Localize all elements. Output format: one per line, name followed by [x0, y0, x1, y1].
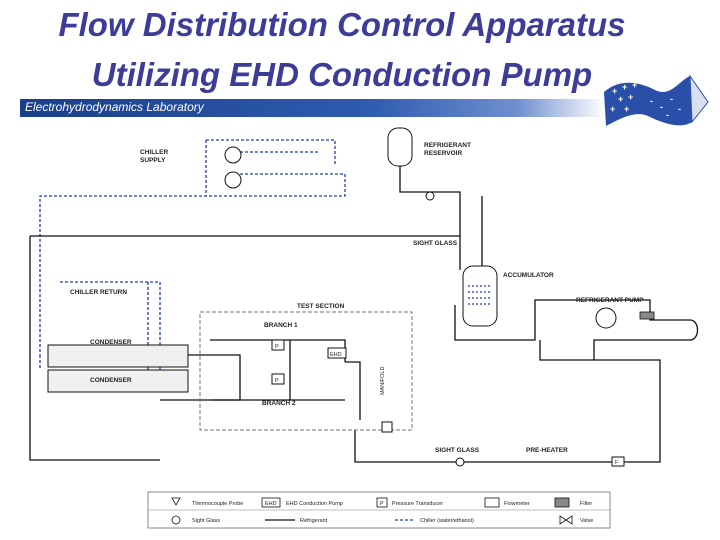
chiller-lines [39, 139, 346, 380]
label-p-1: P [275, 344, 279, 350]
condenser-bottom [47, 369, 189, 393]
lab-name: Electrohydrodynamics Laboratory [25, 100, 204, 114]
pressure-box-1 [271, 339, 285, 351]
chiller-supply-pumps [224, 146, 242, 189]
label-branch-1: BRANCH 1 [264, 322, 298, 329]
svg-text:-: - [660, 102, 663, 112]
title-line-1: Flow Distribution Control Apparatus [58, 6, 626, 43]
legend-p-box: P [380, 501, 384, 507]
legend-ehd-pump: EHD Conduction Pump [286, 501, 343, 507]
label-chiller-supply-2: SUPPLY [140, 157, 166, 164]
label-manifold: MANIFOLD [380, 367, 386, 395]
test-section-box [199, 311, 413, 431]
svg-text:+: + [618, 94, 623, 104]
label-chiller-supply-1: CHILLER [140, 149, 168, 156]
label-sight-glass-top: SIGHT GLASS [413, 240, 458, 247]
legend-flowmeter: Flowmeter [504, 501, 530, 507]
svg-text:+: + [612, 86, 617, 96]
legend: Thermocouple Probe EHD EHD Conduction Pu… [147, 491, 611, 529]
svg-text:+: + [628, 92, 633, 102]
legend-filter: Filter [580, 501, 592, 507]
svg-text:-: - [666, 110, 669, 120]
refrigerant-reservoir [387, 127, 413, 167]
flowmeter-box [611, 456, 625, 467]
svg-text:-: - [678, 104, 681, 114]
svg-text:-: - [670, 94, 673, 104]
legend-ehd-box: EHD [265, 501, 277, 507]
legend-pressure: Pressure Transducer [392, 501, 443, 507]
label-p-2: P [275, 378, 279, 384]
label-condenser-bottom: CONDENSER [90, 377, 132, 384]
label-reservoir-2: RESERVOIR [424, 150, 462, 157]
label-reservoir-1: REFRIGERANT [424, 142, 471, 149]
svg-text:+: + [624, 104, 629, 114]
label-condenser-top: CONDENSER [90, 339, 132, 346]
manifold-box [381, 421, 393, 433]
label-accumulator: ACCUMULATOR [503, 272, 554, 279]
lab-logo-icon: +++ +++ +-- --- [604, 74, 709, 126]
label-ehd: EHD [330, 352, 342, 358]
label-chiller-return: CHILLER RETURN [70, 289, 127, 296]
label-f: F [615, 460, 619, 466]
label-branch-2: BRANCH 2 [262, 400, 296, 407]
label-refrigerant-pump: REFRIGERANT PUMP [576, 297, 644, 304]
pressure-box-2 [271, 373, 285, 385]
sight-glass-bottom [455, 457, 465, 467]
sight-glass-top [425, 191, 435, 201]
accumulator-tank [462, 265, 498, 327]
lab-banner [20, 99, 605, 117]
refrigerant-pump [595, 307, 617, 329]
legend-chiller: Chiller (water/ethanol) [420, 518, 474, 524]
title-line-2: Utilizing EHD Conduction Pump [91, 56, 593, 93]
ehd-box [327, 347, 347, 359]
legend-valve: Valve [580, 518, 593, 524]
svg-text:+: + [632, 80, 637, 90]
svg-text:-: - [650, 96, 653, 106]
filter [639, 311, 655, 320]
legend-refrigerant: Refrigerant [300, 518, 328, 524]
label-pre-heater: PRE-HEATER [526, 447, 568, 454]
legend-sight-glass: Sight Glass [192, 518, 220, 524]
svg-text:+: + [610, 104, 615, 114]
legend-thermocouple: Thermocouple Probe [192, 501, 243, 507]
label-test-section: TEST SECTION [297, 303, 345, 310]
condenser-top [47, 344, 189, 368]
label-sight-glass-bottom: SIGHT GLASS [435, 447, 480, 454]
svg-text:+: + [622, 82, 627, 92]
